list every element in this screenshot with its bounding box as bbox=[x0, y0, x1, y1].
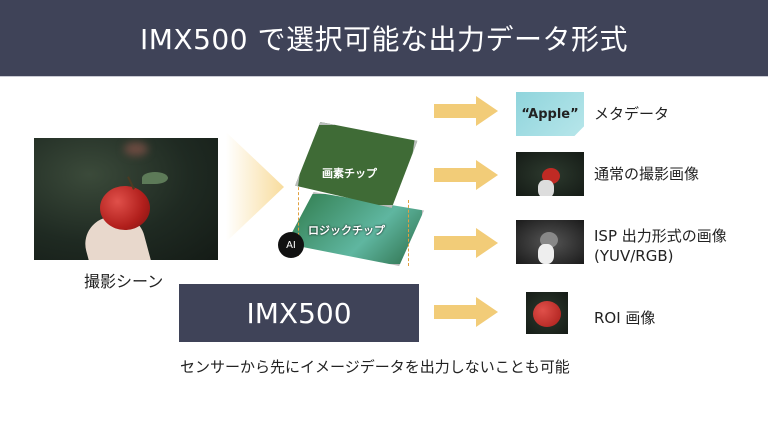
roi-image-label: ROI 画像 bbox=[594, 309, 656, 327]
page-title: IMX500 で選択可能な出力データ形式 bbox=[140, 23, 628, 56]
arrow-icon bbox=[434, 160, 498, 190]
arrow-icon bbox=[434, 96, 498, 126]
ai-badge: AI bbox=[278, 232, 304, 258]
pixel-chip-label: 画素チップ bbox=[322, 167, 377, 180]
footnote: センサーから先にイメージデータを出力しないことも可能 bbox=[180, 358, 570, 376]
arrow-icon bbox=[434, 297, 498, 327]
scene-label: 撮影シーン bbox=[84, 272, 164, 291]
title-bar: IMX500 で選択可能な出力データ形式 bbox=[0, 0, 768, 77]
roi-image-thumbnail bbox=[526, 292, 568, 334]
isp-image-label-line1: ISP 出力形式の画像 bbox=[594, 227, 727, 245]
metadata-label: メタデータ bbox=[594, 105, 670, 123]
sensor-chip-stack: 画素チップ ロジックチップ bbox=[270, 122, 430, 272]
normal-image-label: 通常の撮影画像 bbox=[594, 165, 700, 183]
isp-image-label-line2: (YUV/RGB) bbox=[594, 247, 674, 265]
arrow-icon bbox=[434, 228, 498, 258]
normal-image-thumbnail bbox=[516, 152, 584, 196]
metadata-card: “Apple” bbox=[516, 92, 584, 136]
logic-chip-label: ロジックチップ bbox=[308, 224, 385, 237]
imx500-box: IMX500 bbox=[179, 284, 419, 342]
scene-photo bbox=[34, 138, 218, 260]
imx500-label: IMX500 bbox=[246, 296, 352, 330]
metadata-card-text: “Apple” bbox=[521, 106, 579, 122]
isp-image-thumbnail bbox=[516, 220, 584, 264]
